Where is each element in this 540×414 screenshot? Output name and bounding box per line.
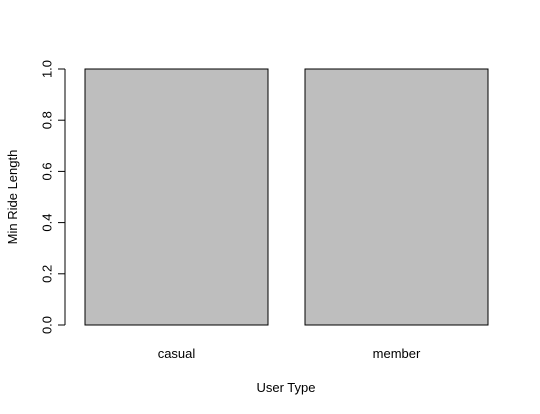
bar-member xyxy=(304,68,489,326)
y-tick-label: 0.8 xyxy=(40,111,55,129)
y-axis-label: Min Ride Length xyxy=(5,150,20,245)
bar-casual xyxy=(84,68,269,326)
y-tick-label: 0.0 xyxy=(40,316,55,334)
y-tick-label: 0.6 xyxy=(40,162,55,180)
bars-group xyxy=(84,68,489,326)
x-category-labels: casual member xyxy=(158,346,421,361)
x-tick-label-casual: casual xyxy=(158,346,196,361)
y-tick-label: 0.4 xyxy=(40,214,55,232)
y-axis: 0.0 0.2 0.4 0.6 0.8 1.0 xyxy=(40,60,66,334)
y-tick-label: 1.0 xyxy=(40,60,55,78)
y-tick-label: 0.2 xyxy=(40,265,55,283)
x-tick-label-member: member xyxy=(373,346,421,361)
x-axis-label: User Type xyxy=(256,380,315,395)
